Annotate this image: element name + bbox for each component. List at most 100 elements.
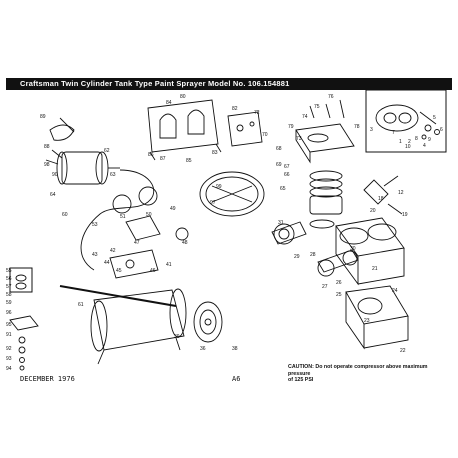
crankcase: [345, 285, 409, 350]
callout-25: 25: [336, 292, 342, 298]
callout-89: 89: [40, 114, 46, 120]
callout-62: 62: [104, 148, 110, 154]
callout-41: 41: [166, 262, 172, 268]
callout-73: 73: [296, 136, 302, 142]
electric-motor: [45, 149, 120, 185]
gauge-regulator-assembly: [109, 186, 189, 279]
callout-60: 60: [62, 212, 68, 218]
callout-94: 94: [6, 366, 12, 372]
caution-note: CAUTION: Do not operate compressor above…: [288, 364, 448, 384]
callout-29: 29: [294, 254, 300, 260]
callout-9: 9: [428, 137, 431, 143]
callout-2: 2: [408, 139, 411, 145]
callout-80: 80: [180, 94, 186, 100]
footer-page-number: A6: [232, 375, 241, 383]
callout-50: 50: [146, 212, 152, 218]
callout-98: 98: [44, 162, 50, 168]
callout-6: 6: [440, 127, 443, 133]
callout-85: 85: [186, 158, 192, 164]
callout-38: 38: [232, 346, 238, 352]
callout-18: 18: [378, 196, 384, 202]
callout-47: 47: [134, 240, 140, 246]
callout-56: 56: [6, 276, 12, 282]
crankshaft: [317, 249, 359, 277]
callout-5: 5: [433, 115, 436, 121]
callout-30: 30: [350, 246, 356, 252]
callout-10: 10: [405, 144, 411, 150]
callout-45: 45: [116, 268, 122, 274]
callout-20: 20: [370, 208, 376, 214]
connecting-rod: [271, 221, 307, 245]
callout-90: 90: [52, 172, 58, 178]
callout-46: 46: [150, 268, 156, 274]
callout-97: 97: [210, 200, 216, 206]
callout-31: 31: [278, 220, 284, 226]
belt-guard-shroud: [147, 99, 222, 161]
callout-76: 76: [328, 94, 334, 100]
callout-67: 67: [284, 164, 290, 170]
callout-24: 24: [392, 288, 398, 294]
callout-3: 3: [370, 127, 373, 133]
handle-part: [49, 117, 75, 141]
callout-43: 43: [92, 252, 98, 258]
caution-line-2: of 125 PSI: [288, 377, 314, 383]
callout-44: 44: [104, 260, 110, 266]
callout-64: 64: [50, 192, 56, 198]
cylinder-block: [335, 217, 405, 286]
callout-59: 59: [6, 300, 12, 306]
callout-75: 75: [314, 104, 320, 110]
caution-line-1: CAUTION: Do not operate compressor above…: [288, 364, 428, 377]
callout-42: 42: [110, 248, 116, 254]
callout-49: 49: [170, 206, 176, 212]
callout-87: 87: [160, 156, 166, 162]
callout-23: 23: [364, 318, 370, 324]
footer-date: DECEMBER 1976: [20, 375, 75, 383]
tank-wheel: [193, 301, 223, 343]
callout-78: 78: [354, 124, 360, 130]
callout-51: 51: [120, 214, 126, 220]
callout-83: 83: [212, 150, 218, 156]
pistons-rings: [309, 170, 343, 229]
cylinder-head: [295, 99, 355, 164]
callout-12: 12: [398, 190, 404, 196]
air-tank: [59, 285, 187, 365]
callout-68: 68: [276, 146, 282, 152]
callout-1: 1: [399, 139, 402, 145]
flywheel: [199, 171, 265, 217]
callout-93: 93: [6, 356, 12, 362]
callout-7: 7: [392, 130, 395, 136]
callout-99: 99: [216, 184, 222, 190]
callout-39: 39: [174, 334, 180, 340]
callout-74: 74: [302, 114, 308, 120]
callout-63: 63: [110, 172, 116, 178]
callout-21: 21: [372, 266, 378, 272]
callout-84: 84: [166, 100, 172, 106]
callout-58: 58: [6, 292, 12, 298]
callout-91: 91: [6, 332, 12, 338]
callout-66: 66: [284, 172, 290, 178]
callout-26: 26: [336, 280, 342, 286]
callout-69: 69: [276, 162, 282, 168]
callout-4: 4: [423, 143, 426, 149]
callout-70: 70: [262, 132, 268, 138]
callout-65: 65: [280, 186, 286, 192]
callout-53: 53: [92, 222, 98, 228]
diagram-title: Craftsman Twin Cylinder Tank Type Paint …: [6, 78, 452, 90]
callout-57: 57: [6, 284, 12, 290]
callout-48: 48: [182, 240, 188, 246]
callout-labels: 1 2 3 4 5 6 7 8 9 10 12 18 19 20 21 22 2…: [6, 94, 443, 372]
callout-19: 19: [402, 212, 408, 218]
power-cord: [80, 169, 155, 271]
callout-82: 82: [232, 106, 238, 112]
callout-96: 96: [6, 310, 12, 316]
callout-36: 36: [200, 346, 206, 352]
inset-valve-plate-box: [365, 89, 447, 153]
pressure-switch: [363, 175, 403, 215]
callout-92: 92: [6, 346, 12, 352]
callout-22: 22: [400, 348, 406, 354]
callout-27: 27: [322, 284, 328, 290]
callout-95: 95: [6, 322, 12, 328]
callout-86: 86: [148, 152, 154, 158]
